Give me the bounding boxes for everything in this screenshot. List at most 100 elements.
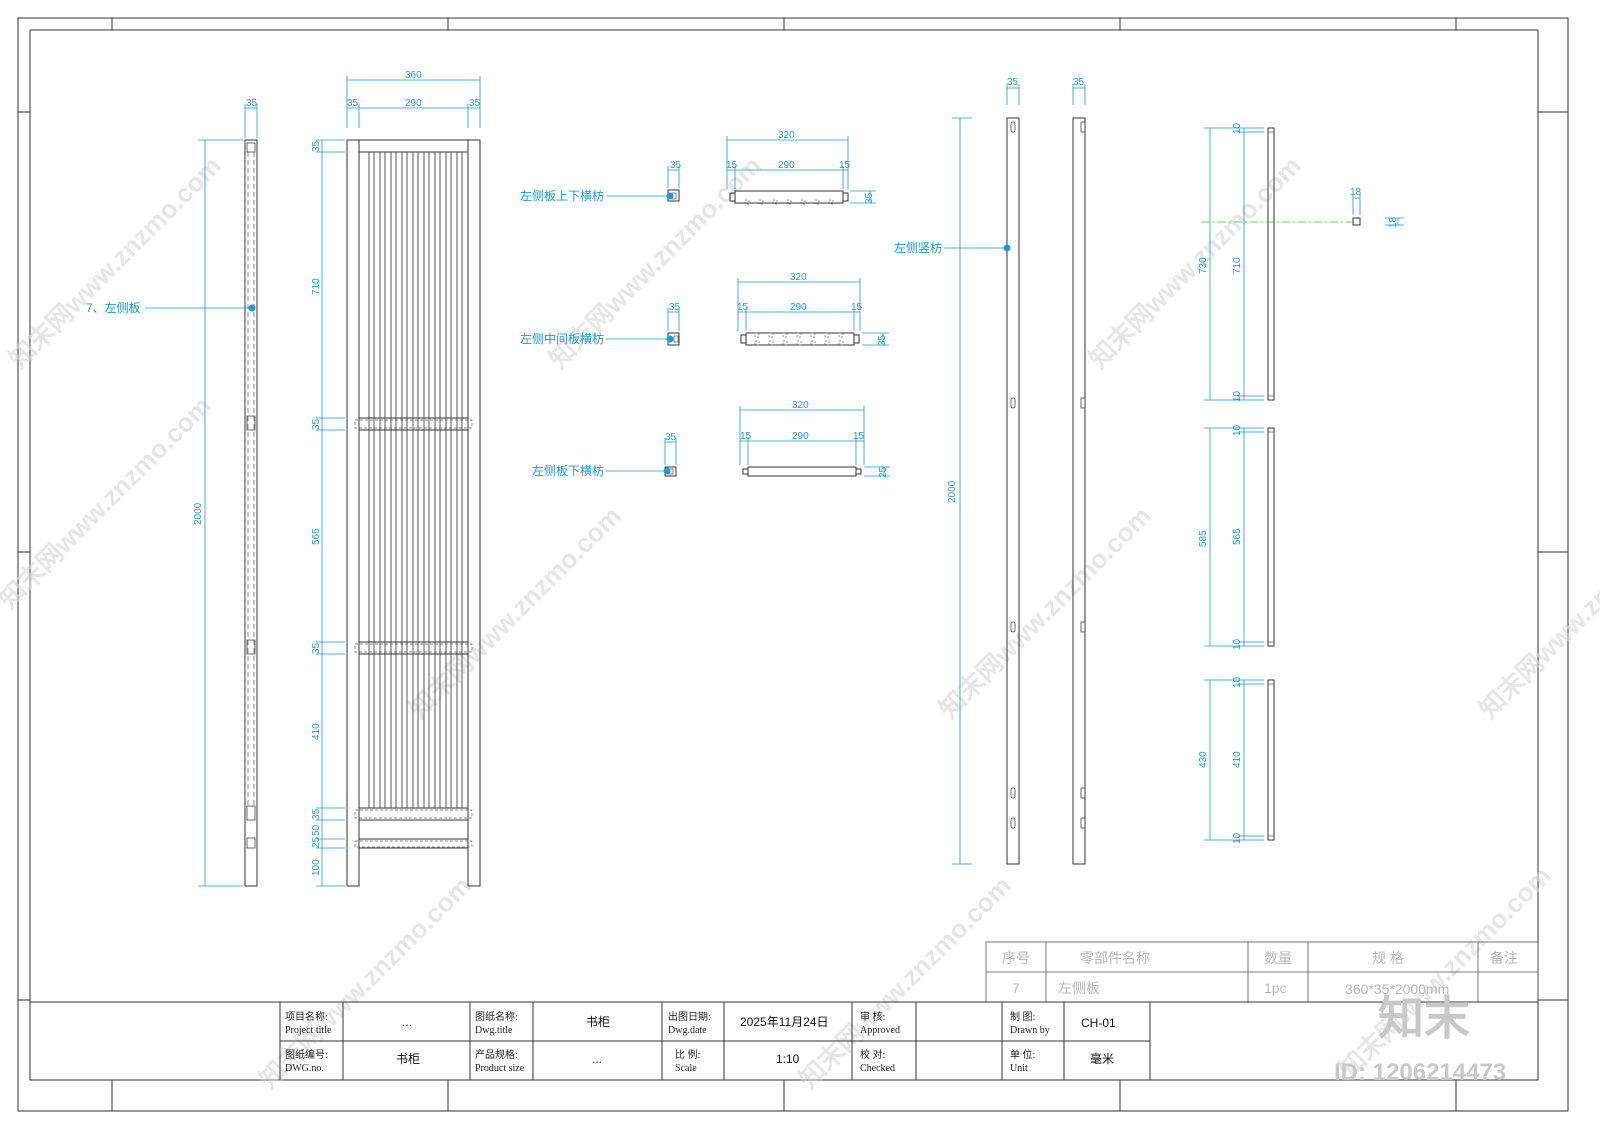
watermark-text: 知末网www.znzmo.com: [933, 500, 1157, 724]
dim-label: 35: [311, 642, 322, 654]
watermark-text: 知末网www.znzmo.com: [1473, 500, 1600, 724]
tb-value: 书柜: [396, 1052, 420, 1066]
tb-value: ...: [402, 1015, 412, 1029]
dim-label: 35: [877, 334, 888, 346]
dim-label: 10: [1232, 424, 1243, 436]
dim-label: 730: [1198, 257, 1209, 274]
tb-label: Approved: [860, 1025, 900, 1036]
dim-label: 410: [1232, 751, 1243, 768]
dim-label: 15: [726, 160, 738, 171]
tb-label: 单 位:: [1010, 1048, 1035, 1061]
watermark-text: 知末网www.znzmo.com: [3, 150, 227, 374]
dim-label: 710: [1232, 257, 1243, 274]
top-bottom-rail-detail: 左侧板上下横枋 35 320 15 290 15 35: [520, 130, 876, 205]
parts-header: 备注: [1490, 950, 1518, 966]
tb-label: Unit: [1010, 1063, 1028, 1074]
dim-label: 35: [311, 418, 322, 430]
dim-label: 35: [864, 192, 875, 204]
vertical-stile-views: 左侧竖枋 35 35 2000: [894, 77, 1086, 865]
drawing-frame: [17, 17, 1569, 1112]
tb-label: 图纸名称:: [475, 1010, 518, 1023]
dim-label: 35: [469, 98, 481, 109]
dim-label: 565: [1232, 528, 1243, 545]
dim-label: 15: [853, 431, 865, 442]
tb-label: DWG.no.: [285, 1063, 324, 1074]
parts-header: 序号: [1002, 950, 1030, 966]
dim-label: 18: [1350, 187, 1362, 198]
part-label-bottom-rail: 左侧板下横枋: [532, 463, 604, 478]
dim-label: 25: [878, 466, 889, 478]
tb-label: 比 例:: [675, 1048, 700, 1061]
parts-cell: 360*35*2000mm: [1345, 981, 1449, 997]
parts-cell: 1pc: [1264, 980, 1287, 996]
watermark-logo: 知末: [1378, 992, 1470, 1044]
tb-value: 1:10: [776, 1052, 800, 1066]
dim-label: 18: [1388, 216, 1399, 228]
tb-value: ...: [592, 1052, 602, 1066]
dim-label: 565: [311, 528, 322, 545]
dim-label: 585: [1198, 530, 1209, 547]
tb-label: Scale: [675, 1063, 697, 1074]
dim-label: 15: [851, 302, 863, 313]
dim-label: 10: [1232, 122, 1243, 134]
dim-label: 10: [1232, 832, 1243, 844]
vertical-slats: [368, 152, 463, 808]
parts-cell: 7: [1012, 980, 1020, 996]
slat-details: 730 710 10 10 585 565 10 10 430 410 10 1…: [1198, 122, 1404, 844]
tb-label: 审 核:: [860, 1010, 885, 1023]
watermark-text: 知末网www.znzmo.com: [1083, 150, 1307, 374]
tb-label: Drawn by: [1010, 1025, 1050, 1036]
parts-header: 数量: [1264, 950, 1292, 966]
tb-label: 图纸编号:: [285, 1048, 328, 1061]
dim-label: 290: [405, 98, 422, 109]
left-panel-front-elevation: 360 35 290 35 35 710 35 565 35 410 35 50…: [311, 70, 481, 887]
part-label-top-bottom-rail: 左侧板上下横枋: [520, 188, 604, 203]
dim-label: 25: [311, 836, 322, 848]
watermark-text: 知末网www.znzmo.com: [403, 500, 627, 724]
dim-label: 320: [778, 130, 795, 141]
part-label-left-panel: 7、左侧板: [86, 300, 141, 315]
dim-label: 710: [311, 278, 322, 295]
dim-label: 35: [311, 808, 322, 820]
tb-label: Dwg.date: [668, 1025, 707, 1036]
dim-label: 35: [311, 140, 322, 152]
dim-label: 10: [1232, 390, 1243, 402]
dim-label: 35: [670, 160, 682, 171]
dim-label: 10: [1232, 638, 1243, 650]
dim-label: 100: [311, 859, 322, 876]
watermark-text: 知末网www.znzmo.com: [0, 390, 217, 614]
watermark-text: 知末网www.znzmo.com: [793, 870, 1017, 1094]
tb-label: 出图日期:: [668, 1010, 711, 1023]
left-panel-side-view: 35 2000 7、左侧板: [86, 98, 258, 887]
dim-label: 410: [311, 723, 322, 740]
dim-label: 320: [790, 272, 807, 283]
dim-label: 35: [1073, 77, 1085, 88]
dim-label: 320: [792, 400, 809, 411]
dim-label: 2000: [193, 502, 204, 525]
dim-label: 35: [246, 98, 258, 109]
dim-label: 290: [792, 431, 809, 442]
tb-value: 2025年11月24日: [740, 1015, 829, 1029]
dim-label: 35: [347, 98, 359, 109]
tb-value: 书柜: [586, 1015, 610, 1029]
dim-label: 15: [839, 160, 851, 171]
dim-label: 360: [405, 70, 422, 81]
tb-label: Project title: [285, 1025, 332, 1036]
dim-label: 290: [790, 302, 807, 313]
part-label-vertical-stile: 左侧竖枋: [894, 240, 942, 255]
middle-rail-detail: 左侧中间板横枋 35 320 15 290 15 35: [520, 272, 889, 346]
watermark-id: ID: 1206214473: [1334, 1059, 1506, 1086]
bottom-rail-detail: 左侧板下横枋 35 320 15 290 15 25: [532, 400, 890, 478]
tb-label: 产品规格:: [475, 1048, 518, 1061]
title-block: 项目名称: Project title ... 图纸名称: Dwg.title …: [30, 1001, 1538, 1080]
tb-label: 校 对:: [860, 1048, 885, 1061]
tb-label: Checked: [860, 1063, 895, 1074]
dim-label: 290: [778, 160, 795, 171]
dim-label: 15: [737, 302, 749, 313]
dim-label: 15: [740, 431, 752, 442]
parts-header: 零部件名称: [1080, 950, 1150, 966]
tb-label: 项目名称:: [285, 1010, 328, 1023]
dim-label: 430: [1198, 751, 1209, 768]
dim-label: 2000: [947, 480, 958, 503]
